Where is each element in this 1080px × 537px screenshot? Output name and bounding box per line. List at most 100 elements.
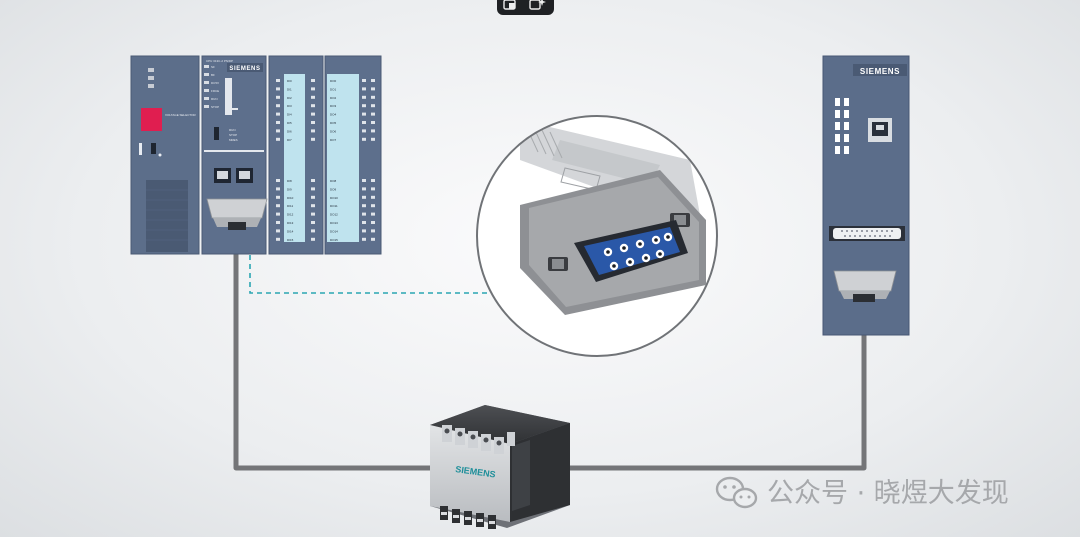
channel-label: DI2: [287, 96, 292, 100]
channel-label: DO0: [330, 79, 337, 83]
channel-label: DO13: [330, 221, 338, 225]
channel-led: [276, 212, 280, 216]
channel-led: [311, 237, 315, 241]
channel-led: [276, 237, 280, 241]
channel-label: DO2: [330, 96, 337, 100]
cpu-label: CPU 313C-2 PN/DP: [206, 59, 233, 63]
channel-led: [371, 221, 375, 224]
channel-led: [362, 237, 366, 241]
memory-card-slot[interactable]: [225, 78, 232, 115]
channel-led: [276, 95, 280, 99]
channel-label: DI13: [287, 221, 294, 225]
cpu-module: CPU 313C-2 PN/DP SIEMENS SF BF DC5V FRCE…: [201, 55, 268, 255]
led-label: STOP: [211, 105, 219, 109]
channel-led: [371, 87, 375, 91]
channel-label: DO1: [330, 87, 337, 91]
channel-label: DI5: [287, 121, 292, 125]
channel-label: DI11: [287, 204, 293, 208]
channel-led: [362, 121, 366, 124]
watermark: 公众号 · 晓煜大发现: [715, 476, 1009, 509]
channel-led: [276, 204, 280, 208]
io-module-1: DI0DI1DI2DI3DI4DI5DI6DI7DI8DI9DI10DI11DI…: [268, 55, 324, 255]
channel-led: [311, 229, 315, 233]
channel-label: DO9: [330, 187, 337, 191]
channel-led: [371, 137, 375, 141]
channel-led: [311, 121, 315, 124]
channel-led: [362, 195, 366, 199]
profibus-cable: [233, 230, 867, 471]
edit-sparkle-icon[interactable]: [529, 0, 546, 10]
channel-led: [311, 187, 315, 191]
led-label: RUN: [211, 97, 218, 101]
rj45-port-icon[interactable]: [214, 168, 231, 183]
switch-label-mres: MRES: [229, 138, 238, 142]
channel-led: [371, 104, 375, 108]
window-toggle-icon[interactable]: [503, 0, 516, 10]
channel-led: [371, 79, 375, 82]
channel-led: [311, 87, 315, 91]
thumbscrew: [548, 257, 568, 271]
channel-led: [371, 179, 375, 182]
mode-switch[interactable]: [214, 127, 219, 140]
power-supply-module: VOLTAGE SELECTOR: [130, 55, 200, 255]
rj45-port-icon[interactable]: [236, 168, 253, 183]
plc-rack: VOLTAGE SELECTOR CPU 313C-2 PN/DP SIEMEN…: [130, 55, 382, 255]
channel-led: [362, 95, 366, 99]
channel-label: DI10: [287, 196, 294, 200]
channel-led: [311, 179, 315, 182]
db9-connector-icon: [574, 220, 688, 282]
plc-brand: SIEMENS: [229, 66, 260, 72]
power-switch[interactable]: [151, 143, 156, 154]
channel-led: [276, 221, 280, 224]
channel-led: [362, 137, 366, 141]
channel-label: DI7: [287, 138, 292, 142]
channel-led: [362, 87, 366, 91]
channel-led: [276, 104, 280, 108]
voltage-selector[interactable]: [141, 108, 162, 131]
channel-led: [371, 204, 375, 208]
io-module-2: DO0DO1DO2DO3DO4DO5DO6DO7DO8DO9DO10DO11DO…: [324, 55, 382, 255]
channel-led: [276, 187, 280, 191]
channel-led: [311, 95, 315, 99]
channel-led: [362, 212, 366, 216]
channel-led: [311, 112, 315, 116]
channel-led: [276, 87, 280, 91]
channel-label: DI1: [287, 87, 292, 91]
status-leds: SF BF DC5V FRCE RUN STOP: [204, 65, 219, 109]
switch-label-stop: STOP: [229, 133, 237, 137]
led-label: FRCE: [211, 89, 219, 93]
db25-connector-icon[interactable]: [829, 226, 905, 241]
led-label: BF: [211, 73, 215, 77]
rj45-port-icon[interactable]: [868, 118, 892, 142]
channel-led: [276, 229, 280, 233]
channel-label: DO7: [330, 138, 337, 142]
channel-led: [371, 95, 375, 99]
db9-connector-icon[interactable]: [206, 198, 268, 230]
channel-led: [311, 195, 315, 199]
channel-label: DI8: [287, 179, 292, 183]
switch-label-run: RUN: [229, 128, 236, 132]
channel-led: [362, 221, 366, 224]
channel-led: [362, 79, 366, 82]
channel-led: [371, 229, 375, 233]
channel-label: DO10: [330, 196, 338, 200]
zoom-magnifier: [476, 115, 718, 357]
channel-led: [362, 204, 366, 208]
db9-connector-icon[interactable]: [833, 270, 897, 302]
channel-label: DO12: [330, 213, 338, 217]
channel-led: [371, 187, 375, 191]
channel-led: [362, 229, 366, 233]
profibus-repeater: SIEMENS: [430, 405, 570, 529]
voltage-selector-label: VOLTAGE SELECTOR: [165, 113, 197, 117]
channel-led: [362, 179, 366, 182]
terminal-screws: [442, 425, 515, 454]
wechat-icon: [715, 476, 758, 509]
channel-led: [311, 212, 315, 216]
channel-label: DI14: [287, 229, 294, 233]
cable-repeater-to-et200: [570, 300, 867, 471]
channel-led: [276, 121, 280, 124]
channel-led: [362, 187, 366, 191]
channel-led: [362, 129, 366, 133]
terminal-block: [835, 98, 849, 154]
